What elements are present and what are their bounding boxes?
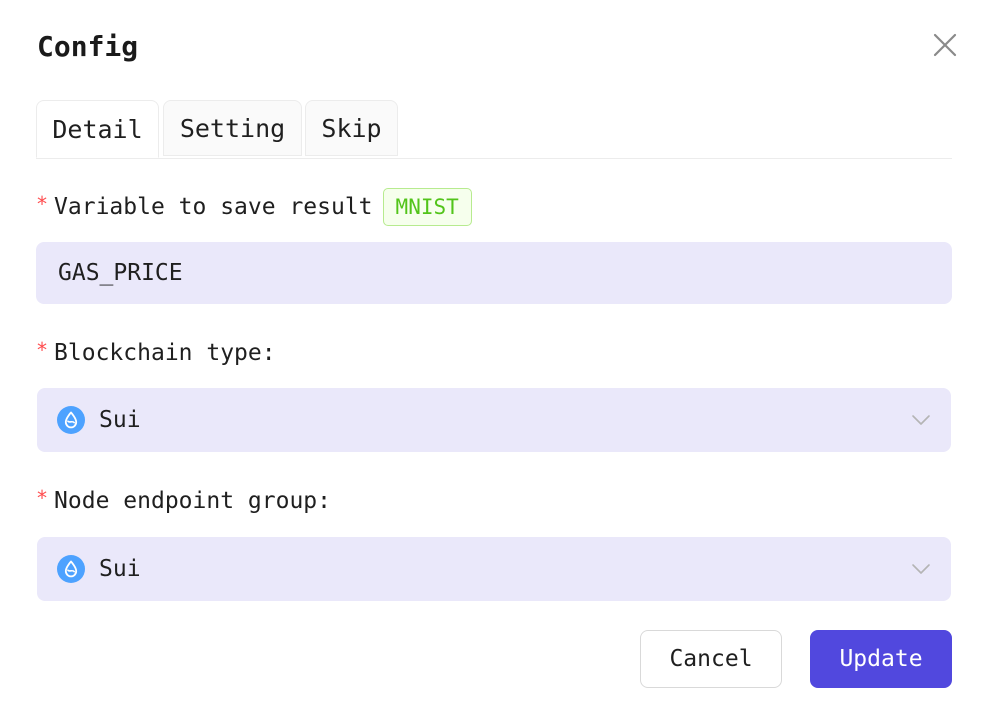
node-endpoint-group-select[interactable]: Sui: [37, 537, 951, 601]
node-endpoint-group-value: Sui: [99, 556, 141, 582]
blockchain-type-select[interactable]: Sui: [37, 388, 951, 452]
tab-bar: Detail Setting Skip: [36, 100, 952, 159]
chevron-down-icon: [912, 564, 930, 574]
variable-tag: MNIST: [382, 188, 472, 226]
sui-icon: [57, 406, 85, 434]
required-mark: *: [36, 338, 49, 362]
tab-skip[interactable]: Skip: [305, 100, 398, 156]
node-endpoint-group-label-text: Node endpoint group:: [54, 488, 331, 514]
required-mark: *: [36, 486, 49, 510]
sui-icon: [57, 555, 85, 583]
close-icon: [933, 33, 957, 57]
tab-setting[interactable]: Setting: [163, 100, 302, 156]
variable-input[interactable]: [36, 242, 952, 304]
variable-label-text: Variable to save result: [54, 194, 373, 220]
node-endpoint-group-label: * Node endpoint group:: [36, 482, 331, 520]
chevron-down-icon: [912, 415, 930, 425]
close-button[interactable]: [930, 30, 960, 60]
blockchain-type-label-text: Blockchain type:: [54, 340, 276, 366]
tab-detail[interactable]: Detail: [36, 100, 159, 158]
blockchain-type-value: Sui: [99, 407, 141, 433]
dialog-title: Config: [37, 30, 139, 63]
variable-field-label: * Variable to save result MNIST: [36, 188, 472, 226]
blockchain-type-label: * Blockchain type:: [36, 334, 276, 372]
update-button[interactable]: Update: [810, 630, 952, 688]
required-mark: *: [36, 192, 49, 216]
cancel-button[interactable]: Cancel: [640, 630, 782, 688]
